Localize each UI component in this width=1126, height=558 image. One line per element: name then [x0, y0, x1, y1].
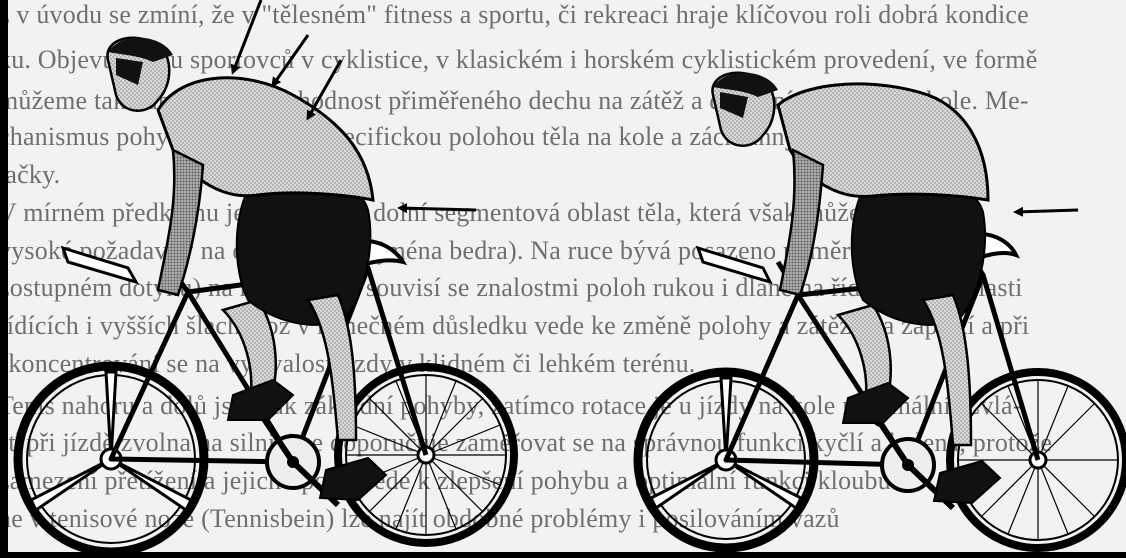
arrow-indicator — [273, 35, 308, 85]
arrow-indicator — [1016, 210, 1078, 212]
shoe — [228, 380, 293, 420]
rider-shorts — [237, 178, 371, 325]
saddle — [63, 248, 136, 282]
rider-arm — [158, 150, 203, 295]
saddle — [698, 248, 770, 282]
cyclist-posture-illustration — [8, 0, 1126, 552]
arrow-indicator — [233, 0, 261, 72]
rider-shorts — [852, 179, 985, 325]
shoe — [843, 383, 908, 423]
scanned-page: z v úvodu se zmíní, že v "tělesném" fitn… — [8, 0, 1126, 552]
cyclist-right — [638, 73, 1126, 548]
arrow-indicator — [400, 208, 476, 210]
rider-arm — [780, 150, 823, 295]
arrow-indicator — [308, 60, 341, 118]
shoe — [320, 458, 386, 500]
cyclist-left — [18, 0, 514, 552]
shoe — [934, 461, 1000, 503]
